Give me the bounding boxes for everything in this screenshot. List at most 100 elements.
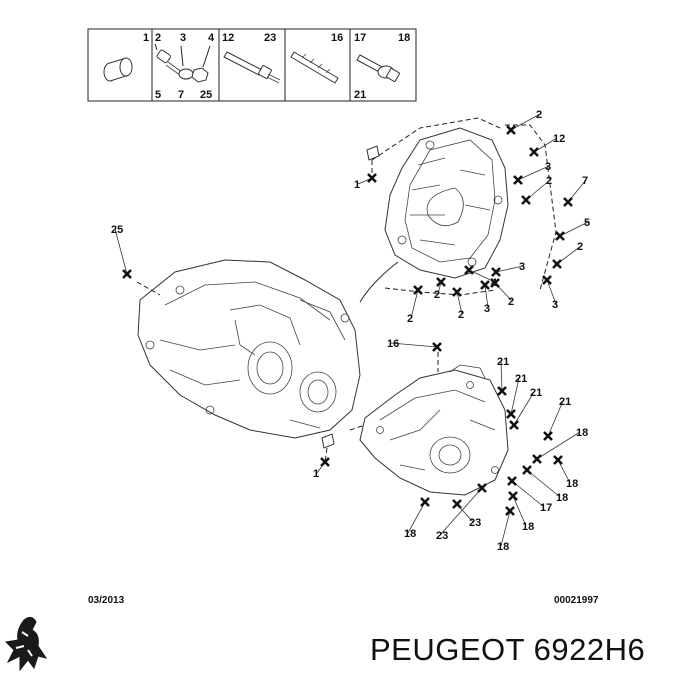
cross-marker-icon [522, 465, 532, 475]
callout-layer: 2123275234223223125116212121211818181718… [111, 109, 590, 553]
cross-marker-icon [506, 125, 516, 135]
callout-lower: 21 [506, 373, 527, 419]
callout-number: 16 [387, 338, 399, 350]
cross-marker-icon [513, 175, 523, 185]
callout-lower: 18 [522, 465, 568, 504]
gearbox-housing-main [136, 259, 361, 439]
callout-number: 21 [497, 356, 509, 368]
legend-frame [87, 28, 417, 102]
callout-number: 3 [552, 299, 558, 311]
cross-marker-icon [464, 265, 474, 275]
callout-number: 23 [469, 517, 481, 529]
callout-number: 3 [519, 261, 525, 273]
callout-number: 21 [559, 396, 571, 408]
cross-marker-icon [436, 277, 446, 287]
callout-number: 2 [536, 109, 542, 121]
cross-marker-icon [452, 287, 462, 297]
callout-upper: 7 [563, 175, 588, 207]
diagram-date: 03/2013 [88, 595, 125, 606]
cross-marker-icon [480, 280, 490, 290]
cross-marker-icon [497, 386, 507, 396]
callout-upper: 3 [480, 280, 490, 315]
callout-lower: 18 [497, 506, 515, 553]
callout-number: 18 [576, 427, 588, 439]
legend-label: 1 [143, 32, 149, 44]
leader-line [410, 289, 419, 319]
callout-lower: 17 [507, 476, 552, 514]
leader-line [517, 165, 550, 181]
legend-label: 7 [178, 89, 184, 101]
callout-upper: 12 [529, 133, 565, 157]
cross-marker-icon [122, 269, 132, 279]
callout-number: 2 [577, 241, 583, 253]
cross-marker-icon [320, 457, 330, 467]
callout-lower: 23 [452, 499, 481, 529]
leader-line [495, 265, 524, 273]
callout-number: 18 [566, 478, 578, 490]
leader-line [500, 510, 511, 547]
cross-marker-icon [507, 476, 517, 486]
leader-line [511, 480, 545, 508]
cross-marker-icon [529, 147, 539, 157]
callout-left: 25 [111, 224, 132, 279]
callout-number: 2 [546, 175, 552, 187]
sleeve-part [321, 145, 380, 463]
flange-bolt-icon [356, 54, 400, 82]
lion-icon [4, 616, 48, 672]
cross-marker-icon [432, 342, 442, 352]
cross-marker-icon [555, 231, 565, 241]
leader-line [547, 400, 564, 437]
callout-upper: 2 [490, 278, 514, 308]
cross-marker-icon [477, 483, 487, 493]
callout-upper: 3 [513, 161, 551, 185]
callout-upper: 2 [434, 277, 446, 301]
callout-number: 7 [582, 175, 588, 187]
cross-marker-icon [506, 409, 516, 419]
cross-marker-icon [532, 454, 542, 464]
leader-line [439, 487, 483, 536]
callout-upper: 5 [555, 217, 590, 241]
cross-marker-icon [491, 267, 501, 277]
callout-number: 2 [458, 309, 464, 321]
diagram-code: 00021997 [554, 595, 599, 606]
callout-number: 18 [522, 521, 534, 533]
legend-label: 23 [264, 32, 276, 44]
bolt-washer-nut-icon [154, 43, 211, 83]
callout-number: 1 [313, 468, 319, 480]
cross-marker-icon [542, 275, 552, 285]
cross-marker-icon [490, 278, 500, 288]
leader-line [390, 342, 438, 348]
cross-marker-icon [543, 431, 553, 441]
cross-marker-icon [521, 195, 531, 205]
legend-label: 17 [354, 32, 366, 44]
leader-line [510, 377, 520, 415]
callout-lower: 18 [404, 497, 430, 540]
callout-number: 12 [553, 133, 565, 145]
callout-lower: 18 [508, 491, 534, 533]
callout-upper: 2 [552, 241, 583, 269]
cross-marker-icon [552, 259, 562, 269]
callout-number: 2 [434, 289, 440, 301]
leader-line [513, 391, 535, 426]
parts-legend: 1 2 3 4 5 7 25 12 23 16 [87, 28, 417, 102]
callout-lower: 21 [543, 396, 571, 441]
callout-number: 1 [354, 179, 360, 191]
leader-line [536, 431, 581, 460]
legend-label: 16 [331, 32, 343, 44]
legend-label: 12 [222, 32, 234, 44]
cross-marker-icon [452, 499, 462, 509]
cross-marker-icon [505, 506, 515, 516]
legend-label: 4 [208, 32, 215, 44]
callout-upper: 2 [407, 285, 423, 325]
cross-marker-icon [420, 497, 430, 507]
callout-number: 21 [515, 373, 527, 385]
callout-number: 25 [111, 224, 123, 236]
callout-number: 3 [545, 161, 551, 173]
cross-marker-icon [509, 420, 519, 430]
leader-line [484, 284, 489, 309]
callout-number: 18 [497, 541, 509, 553]
leader-line [500, 360, 503, 392]
gearbox-cover-upper [359, 117, 557, 303]
callout-number: 18 [556, 492, 568, 504]
